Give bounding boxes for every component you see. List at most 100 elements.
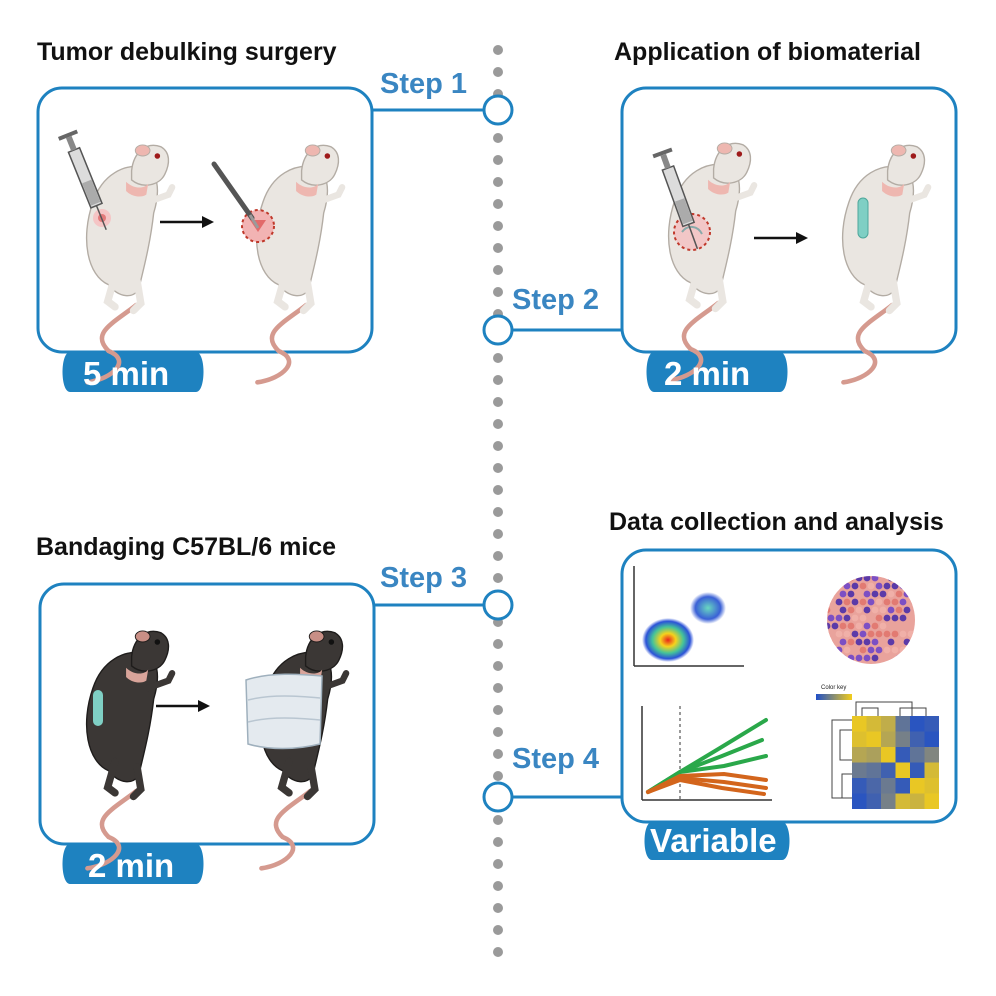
heatmap-cell	[895, 778, 910, 794]
timeline-dot	[493, 749, 503, 759]
spatial-spot	[891, 598, 899, 606]
step1-illustration	[57, 128, 342, 383]
timeline-dot	[493, 925, 503, 935]
timeline-nodes	[482, 94, 514, 813]
spatial-spot	[879, 622, 887, 630]
timeline-dot	[493, 133, 503, 143]
step4-duration: Variable	[650, 822, 777, 859]
step2-title: Application of biomaterial	[614, 38, 921, 66]
timeline-dot	[493, 375, 503, 385]
heatmap-cell	[852, 747, 867, 763]
heatmap-cell	[852, 793, 867, 809]
spatial-spot	[831, 606, 839, 614]
growth-curve-icon	[641, 706, 772, 801]
heatmap-cell	[924, 778, 939, 794]
spatial-spot	[875, 630, 883, 638]
spatial-spot	[891, 630, 899, 638]
timeline-dot	[493, 815, 503, 825]
heatmap-cell	[866, 716, 881, 732]
step2-label: Step 2	[512, 284, 600, 316]
spatial-spot	[863, 606, 871, 614]
timeline-dot	[493, 221, 503, 231]
spatial-spot	[847, 638, 855, 646]
timeline-dot	[493, 243, 503, 253]
spatial-spot	[903, 606, 911, 614]
spatial-spot	[903, 622, 911, 630]
timeline-dot	[493, 771, 503, 781]
timeline-dot	[493, 353, 503, 363]
step1-label: Step 1	[380, 68, 468, 100]
spatial-spot	[875, 614, 883, 622]
spatial-spot	[875, 582, 883, 590]
timeline-dot	[493, 155, 503, 165]
heatmap-cell	[910, 778, 925, 794]
heatmap-icon	[816, 694, 939, 809]
timeline-dot	[493, 573, 503, 583]
spatial-spot	[875, 598, 883, 606]
heatmap-cell	[881, 793, 896, 809]
spatial-spot	[887, 606, 895, 614]
step-connectors	[372, 108, 622, 799]
flow-cytometry-plot-icon	[633, 566, 744, 667]
spatial-spot	[851, 614, 859, 622]
timeline-dot	[493, 287, 503, 297]
timeline-dot	[493, 177, 503, 187]
heatmap-cell	[910, 731, 925, 747]
spatial-spot	[827, 606, 831, 614]
implant-icon	[857, 197, 869, 239]
spatial-spot	[907, 614, 915, 622]
heatmap-cell	[924, 747, 939, 763]
spatial-spot	[871, 654, 879, 662]
timeline-dot	[493, 67, 503, 77]
timeline-dot	[493, 947, 503, 957]
spatial-spot	[859, 582, 867, 590]
spatial-spot	[847, 590, 855, 598]
spatial-spot	[859, 630, 867, 638]
step1-duration: 5 min	[83, 355, 170, 392]
spatial-spot	[899, 598, 907, 606]
spatial-spot	[847, 622, 855, 630]
spatial-spot	[839, 606, 847, 614]
spatial-spot	[835, 630, 843, 638]
spatial-spot	[891, 582, 899, 590]
spatial-spot	[835, 614, 843, 622]
heatmap-cell	[866, 778, 881, 794]
spatial-spot	[879, 638, 887, 646]
spatial-spot	[895, 590, 903, 598]
heatmap-cell	[910, 793, 925, 809]
spatial-spot	[883, 598, 891, 606]
heatmap-cell	[852, 762, 867, 778]
heatmap-cell	[881, 747, 896, 763]
heatmap-cell	[866, 731, 881, 747]
spatial-spot	[863, 622, 871, 630]
step4-title: Data collection and analysis	[609, 508, 944, 536]
spatial-spot	[827, 622, 831, 630]
spatial-spot	[843, 614, 851, 622]
spatial-spot	[887, 622, 895, 630]
heatmap-cell	[910, 762, 925, 778]
step3-illustration	[87, 631, 346, 868]
spatial-spot	[863, 590, 871, 598]
heatmap-cell	[881, 716, 896, 732]
heatmap-cell	[895, 731, 910, 747]
heatmap-cell	[881, 778, 896, 794]
heatmap-cell	[852, 778, 867, 794]
timeline-dot	[493, 859, 503, 869]
spatial-spot	[855, 654, 863, 662]
spatial-spot	[871, 606, 879, 614]
spatial-spot	[867, 630, 875, 638]
spatial-spot	[863, 638, 871, 646]
step2-duration: 2 min	[664, 355, 751, 392]
spatial-spot	[887, 590, 895, 598]
timeline-dot	[493, 419, 503, 429]
timeline-dot	[493, 837, 503, 847]
timeline-dot	[493, 881, 503, 891]
timeline-dot	[493, 485, 503, 495]
spatial-spot	[859, 646, 867, 654]
timeline-dot	[493, 199, 503, 209]
step3-duration: 2 min	[88, 847, 175, 884]
heatmap-cell	[881, 762, 896, 778]
heatmap-cell	[910, 716, 925, 732]
spatial-spot	[883, 646, 891, 654]
